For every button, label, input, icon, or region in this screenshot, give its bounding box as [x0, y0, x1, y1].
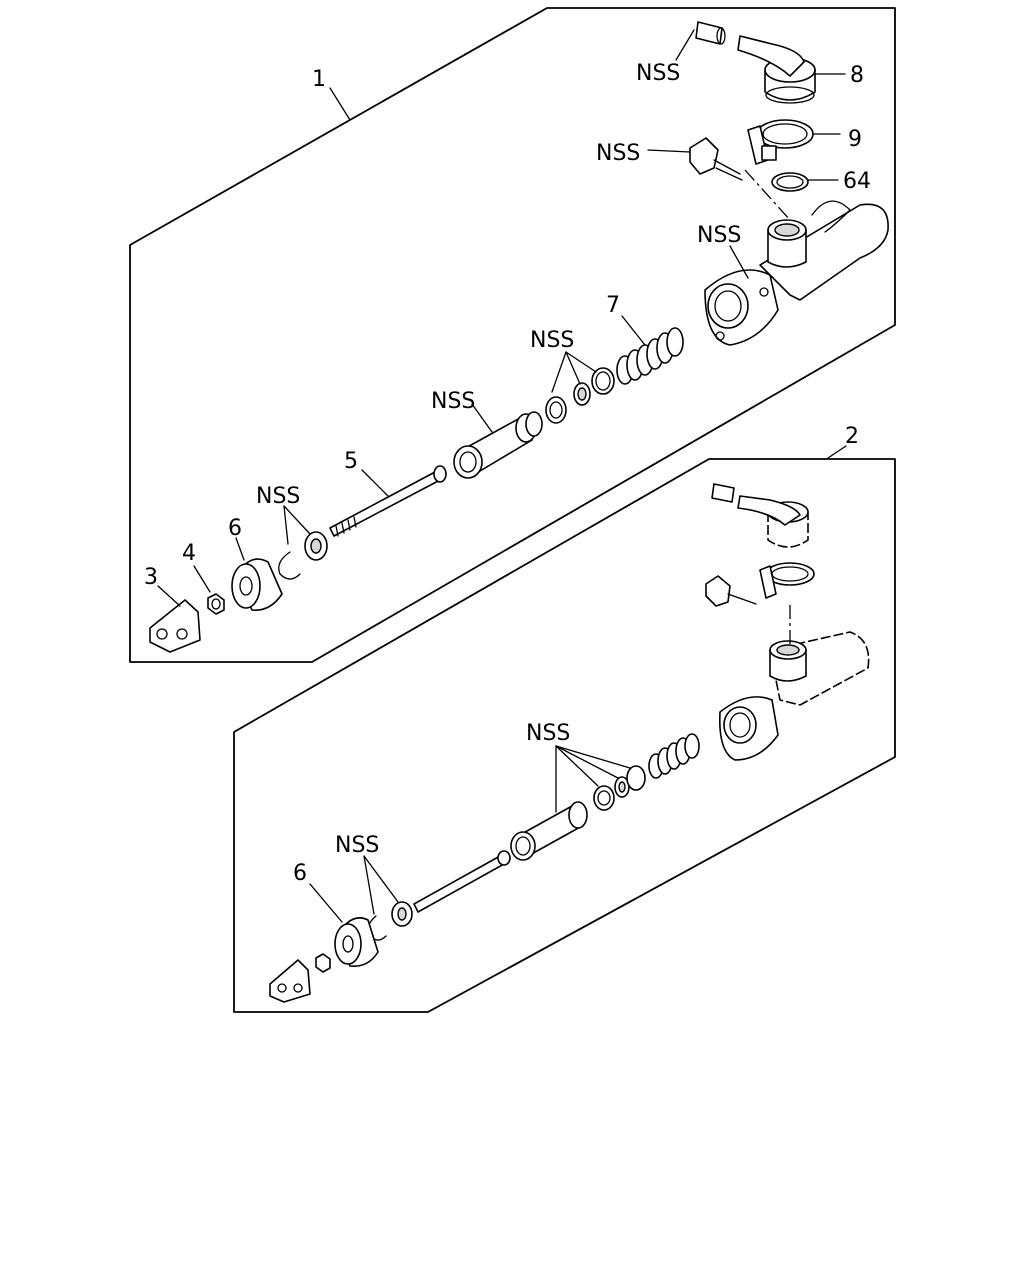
callout-nss-b: NSS — [596, 141, 640, 166]
spring-2 — [648, 733, 700, 779]
callout-nss-f: NSS — [256, 484, 300, 509]
clevis-2 — [269, 959, 311, 1003]
callout-9: 9 — [848, 127, 862, 152]
callout-2: 2 — [845, 424, 859, 449]
part-5-push-rod — [329, 465, 447, 537]
centerline-1 — [744, 169, 791, 221]
part-7-spring — [616, 327, 684, 385]
part-3-clevis — [149, 599, 201, 653]
callout-nss-e: NSS — [431, 389, 475, 414]
boot-2 — [334, 917, 379, 968]
push-rod-2 — [413, 850, 511, 913]
callout-nss-a: NSS — [636, 61, 680, 86]
snap-ring-washer-2 — [367, 901, 413, 941]
callout-6: 6 — [228, 516, 242, 541]
callout-1: 1 — [312, 67, 326, 92]
nut-2 — [315, 953, 331, 973]
callout-nss-2a: NSS — [526, 721, 570, 746]
callout-nss-2b: NSS — [335, 833, 379, 858]
clamp-2 — [759, 562, 815, 599]
pump-body-2 — [718, 631, 870, 761]
assembly-2-frame — [233, 458, 896, 1013]
callout-7: 7 — [606, 293, 620, 318]
callout-3: 3 — [144, 565, 158, 590]
reservoir-port — [767, 219, 807, 268]
assembly-1-group: 1 64 9 — [129, 7, 896, 663]
seal-set-2 — [593, 765, 646, 811]
part-4-nut — [207, 593, 225, 615]
callout-64: 64 — [843, 169, 871, 194]
callout-nss-d: NSS — [530, 328, 574, 353]
nss-piston — [453, 411, 543, 479]
pump-body — [704, 200, 889, 346]
nss-hose-stub — [695, 21, 726, 45]
callout-6-2: 6 — [293, 861, 307, 886]
callout-nss-c: NSS — [697, 223, 741, 248]
leader-1 — [329, 87, 351, 121]
bleed-screw-2 — [705, 575, 757, 607]
nss-snap-ring-washer — [278, 531, 328, 580]
part-8-reservoir-elbow — [737, 35, 816, 104]
leader-2 — [827, 445, 847, 459]
part-9-clamp — [747, 119, 814, 165]
assembly-2-group: 2 — [233, 424, 896, 1013]
callout-5: 5 — [344, 449, 358, 474]
piston-2 — [510, 801, 588, 861]
callout-8: 8 — [850, 63, 864, 88]
reservoir-elbow-2 — [711, 483, 809, 548]
nss-seal-set — [545, 367, 615, 424]
nss-bleed-screw — [689, 137, 743, 181]
callout-4: 4 — [182, 541, 196, 566]
assembly-1-frame — [129, 7, 896, 663]
part-6-boot — [231, 558, 283, 611]
